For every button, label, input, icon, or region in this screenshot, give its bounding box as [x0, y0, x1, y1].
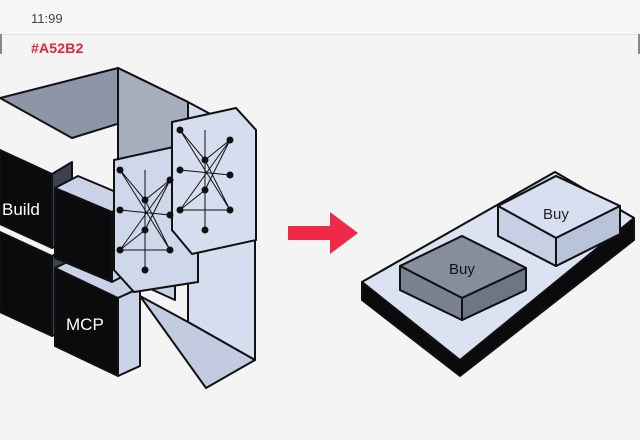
mcp-label: MCP	[66, 315, 104, 334]
reference-code-label: #A52B2	[31, 40, 84, 56]
status-time: 11:99	[31, 11, 63, 26]
neural-network-icon	[113, 106, 257, 294]
buy-button-front[interactable]	[399, 235, 527, 321]
status-bar: 11:99	[0, 0, 640, 35]
buy-button-front-label: Buy	[449, 261, 475, 278]
left-edge-mark	[0, 34, 5, 54]
build-label: Build	[2, 200, 40, 219]
right-arrow-icon	[288, 212, 358, 254]
cube-left-top-block	[0, 149, 53, 249]
buy-button-back-label: Buy	[543, 206, 569, 223]
right-edge-mark	[635, 34, 640, 54]
buy-button-back[interactable]	[497, 175, 621, 267]
cube-mcp-block-side	[117, 287, 141, 377]
cube-shelf-floor	[139, 295, 256, 389]
cube-left-bottom-block	[0, 231, 53, 337]
